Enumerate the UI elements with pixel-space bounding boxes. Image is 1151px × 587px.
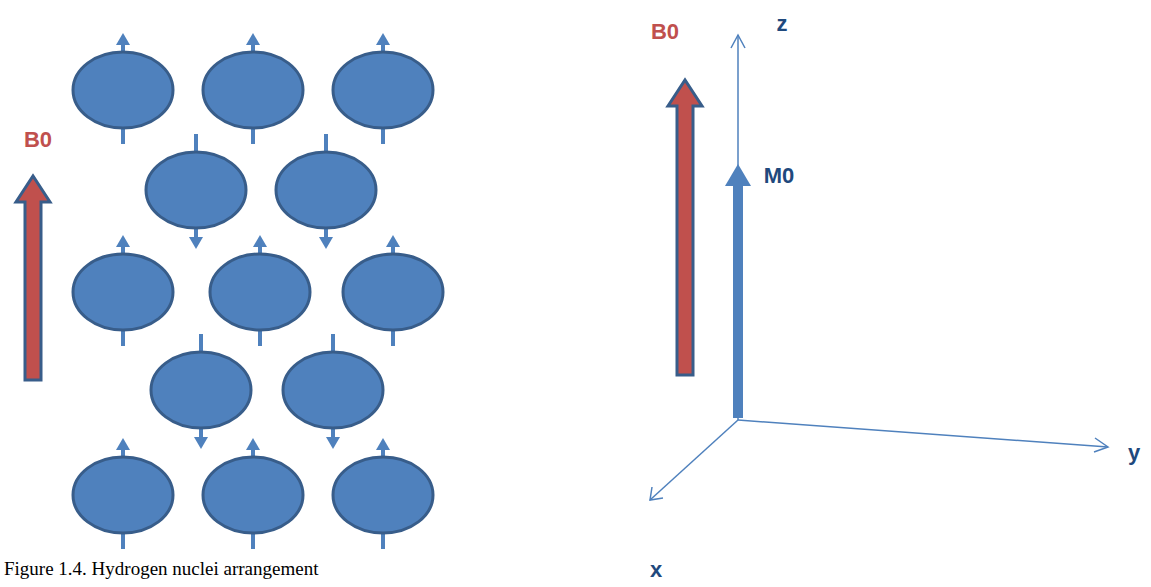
magnetization-arrow (725, 164, 751, 418)
vector-label: M0 (764, 165, 795, 187)
axis-label: y (1128, 442, 1140, 464)
field-arrow (16, 176, 50, 380)
field-label: B0 (651, 21, 679, 43)
figure-caption: Figure 1.4. Hydrogen nuclei arrangement (4, 558, 318, 581)
axes (650, 35, 1108, 500)
field-label: B0 (24, 129, 52, 151)
axis-label: z (777, 13, 788, 35)
hydrogen-nuclei (73, 33, 443, 549)
field-arrow (668, 80, 702, 375)
axis-label: x (650, 559, 662, 581)
